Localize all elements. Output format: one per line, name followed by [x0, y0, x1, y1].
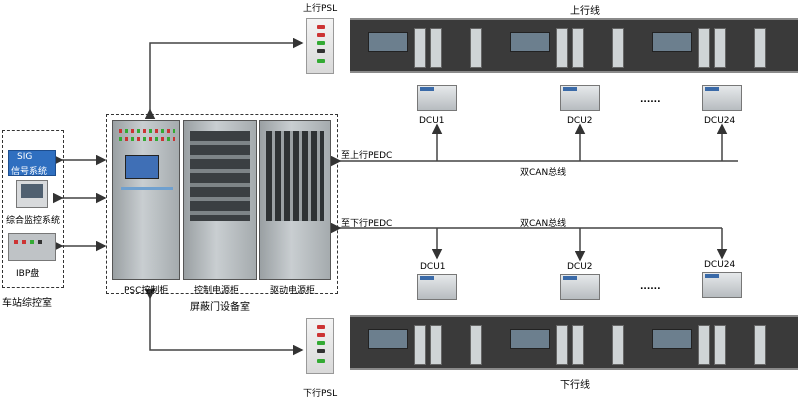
station-control-room-frame [2, 130, 64, 288]
lower-dcu-1 [417, 274, 457, 300]
train-window [510, 32, 550, 52]
platform-door [572, 325, 584, 365]
platform-door [754, 325, 766, 365]
train-window [652, 329, 692, 349]
platform-door [430, 28, 442, 68]
psl-indicator [317, 49, 325, 53]
upper-dcu2-label: DCU2 [567, 116, 593, 126]
psl-indicator [317, 359, 325, 363]
psl-indicator [317, 325, 325, 329]
platform-door [698, 325, 710, 365]
lower-can-bus-label: 双CAN总线 [520, 219, 567, 229]
control-power-label: 控制电源柜 [194, 286, 240, 296]
upper-pedc-label: 至上行PEDC [341, 151, 393, 161]
control-power-cabinet [183, 120, 257, 280]
train-window [510, 329, 550, 349]
upper-dcu-24 [702, 85, 742, 111]
lower-dcu-24 [702, 272, 742, 298]
train-window [652, 32, 692, 52]
psc-screen [125, 155, 159, 179]
sig-system-label: 信号系统 [11, 167, 48, 177]
upper-dcu-1 [417, 85, 457, 111]
upper-dcu1-label: DCU1 [419, 116, 445, 126]
lower-pedc-label: 至下行PEDC [341, 219, 393, 229]
monitoring-label: 综合监控系统 [6, 216, 61, 226]
sig-panel: SIG 信号系统 [8, 150, 56, 177]
upper-dcu-2 [560, 85, 600, 111]
monitoring-computer-icon [16, 180, 48, 208]
lower-dcu-2 [560, 274, 600, 300]
psl-indicator [317, 333, 325, 337]
platform-door [612, 28, 624, 68]
lower-psl-label: 下行PSL [303, 389, 338, 399]
lower-platform-doors [350, 315, 798, 370]
psl-indicator [317, 33, 325, 37]
station-control-room-label: 车站综控室 [2, 298, 52, 309]
psl-indicator [317, 349, 325, 353]
platform-door [698, 28, 710, 68]
platform-door [714, 28, 726, 68]
platform-door [612, 325, 624, 365]
lower-ellipsis: ...... [640, 282, 661, 292]
equipment-room-label: 屏蔽门设备室 [190, 302, 250, 313]
psc-cabinet-label: PSC控制柜 [124, 286, 169, 296]
lower-line-title: 下行线 [560, 380, 590, 391]
psl-indicator [317, 59, 325, 63]
lower-psl-panel [306, 318, 334, 374]
drive-power-cabinet [259, 120, 331, 280]
lower-dcu1-label: DCU1 [420, 262, 446, 272]
equipment-room-frame [106, 114, 338, 294]
upper-psl-panel [306, 18, 334, 74]
psl-indicator [317, 41, 325, 45]
upper-dcu24-label: DCU24 [704, 116, 736, 126]
drive-power-label: 驱动电源柜 [270, 286, 316, 296]
platform-door [572, 28, 584, 68]
upper-can-bus-label: 双CAN总线 [520, 168, 567, 178]
ibp-label: IBP盘 [16, 269, 40, 279]
train-window [368, 32, 408, 52]
platform-door [714, 325, 726, 365]
psl-indicator [317, 341, 325, 345]
platform-door [470, 325, 482, 365]
platform-door [754, 28, 766, 68]
upper-psl-label: 上行PSL [303, 4, 338, 14]
train-window [368, 329, 408, 349]
upper-platform-doors [350, 18, 798, 73]
upper-line-title: 上行线 [570, 6, 600, 17]
platform-door [556, 28, 568, 68]
ibp-panel [8, 233, 56, 261]
platform-door [556, 325, 568, 365]
psc-control-cabinet [112, 120, 180, 280]
psl-indicator [317, 25, 325, 29]
platform-door [414, 325, 426, 365]
lower-dcu24-label: DCU24 [704, 260, 736, 270]
sig-label: SIG [17, 152, 33, 162]
upper-ellipsis: ...... [640, 95, 661, 105]
platform-door [430, 325, 442, 365]
platform-door [470, 28, 482, 68]
platform-door [414, 28, 426, 68]
lower-dcu2-label: DCU2 [567, 262, 593, 272]
